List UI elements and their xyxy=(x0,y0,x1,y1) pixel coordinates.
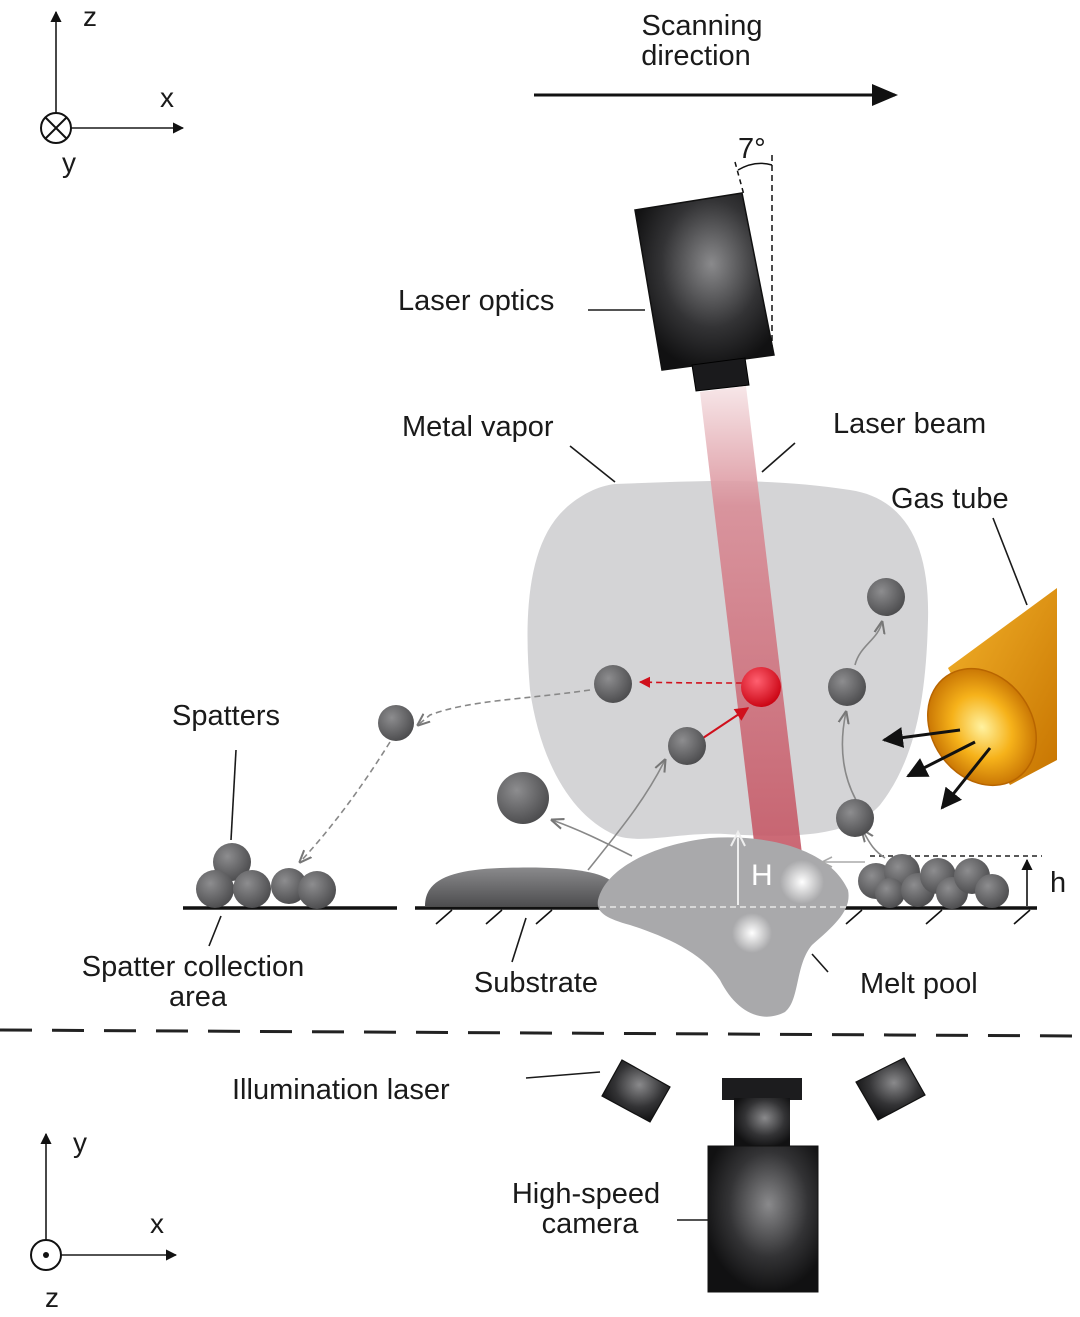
metal-vapor-leader xyxy=(569,445,616,483)
scanning-direction-label-line2: direction xyxy=(641,40,751,72)
axis-label-x-bottom: x xyxy=(150,1208,164,1239)
laser-beam xyxy=(700,386,803,867)
substrate-label: Substrate xyxy=(474,967,598,999)
red-spatter-particle xyxy=(741,667,781,707)
illumination-laser-right xyxy=(855,1057,926,1121)
metal-vapor-cloud xyxy=(527,481,929,839)
spatter-area-leader xyxy=(208,915,222,947)
axes-xy: y x z xyxy=(30,1127,178,1313)
deposited-track xyxy=(425,867,612,906)
gas-tube xyxy=(927,588,1057,787)
keyhole-highlight xyxy=(732,913,772,953)
spatter-pile-right xyxy=(858,854,1009,909)
illumination-laser-label: Illumination laser xyxy=(232,1074,450,1106)
gas-flow-arrows xyxy=(881,727,992,810)
illumination-laser-leader xyxy=(525,1071,601,1079)
spatters-label: Spatters xyxy=(172,700,280,732)
scanning-direction-label-line1: Scanning xyxy=(642,10,763,42)
spatter-area-label-line2: area xyxy=(169,981,228,1013)
axes-xz: z x y xyxy=(40,1,185,178)
high-speed-camera xyxy=(707,1078,819,1293)
spatters-leader xyxy=(230,749,237,841)
axis-label-y: y xyxy=(62,147,76,178)
axis-label-y-bottom: y xyxy=(73,1127,87,1158)
laser-optics-label: Laser optics xyxy=(398,285,554,317)
melt-pool-leader xyxy=(811,953,829,973)
illumination-laser-left xyxy=(601,1059,671,1123)
spatter-particles xyxy=(378,578,905,837)
angle-arc xyxy=(737,162,773,171)
view-separator xyxy=(0,1028,1080,1038)
tilt-reference-line xyxy=(734,161,745,196)
melt-pool-highlight xyxy=(780,860,824,904)
spatter-trajectories xyxy=(300,622,885,871)
spatter-area-label-line1: Spatter collection xyxy=(82,951,304,983)
substrate-leader xyxy=(511,917,527,963)
camera-label-line2: camera xyxy=(542,1208,640,1240)
gas-tube-label: Gas tube xyxy=(891,483,1009,515)
gas-tube-leader xyxy=(992,517,1028,606)
height-h-label: h xyxy=(1050,867,1066,899)
axis-label-z-bottom: z xyxy=(45,1282,59,1313)
laser-beam-label: Laser beam xyxy=(833,408,986,440)
spatter-pile-collection xyxy=(196,843,336,909)
melt-pool-label: Melt pool xyxy=(860,968,978,1000)
metal-vapor-label: Metal vapor xyxy=(402,411,554,443)
angle-label: 7° xyxy=(738,133,766,165)
axis-label-z: z xyxy=(83,1,97,32)
height-H-label: H xyxy=(751,859,773,892)
laser-optics xyxy=(634,192,775,392)
axis-label-x: x xyxy=(160,82,174,113)
camera-label-line1: High-speed xyxy=(512,1178,660,1210)
laser-beam-leader xyxy=(761,442,796,473)
